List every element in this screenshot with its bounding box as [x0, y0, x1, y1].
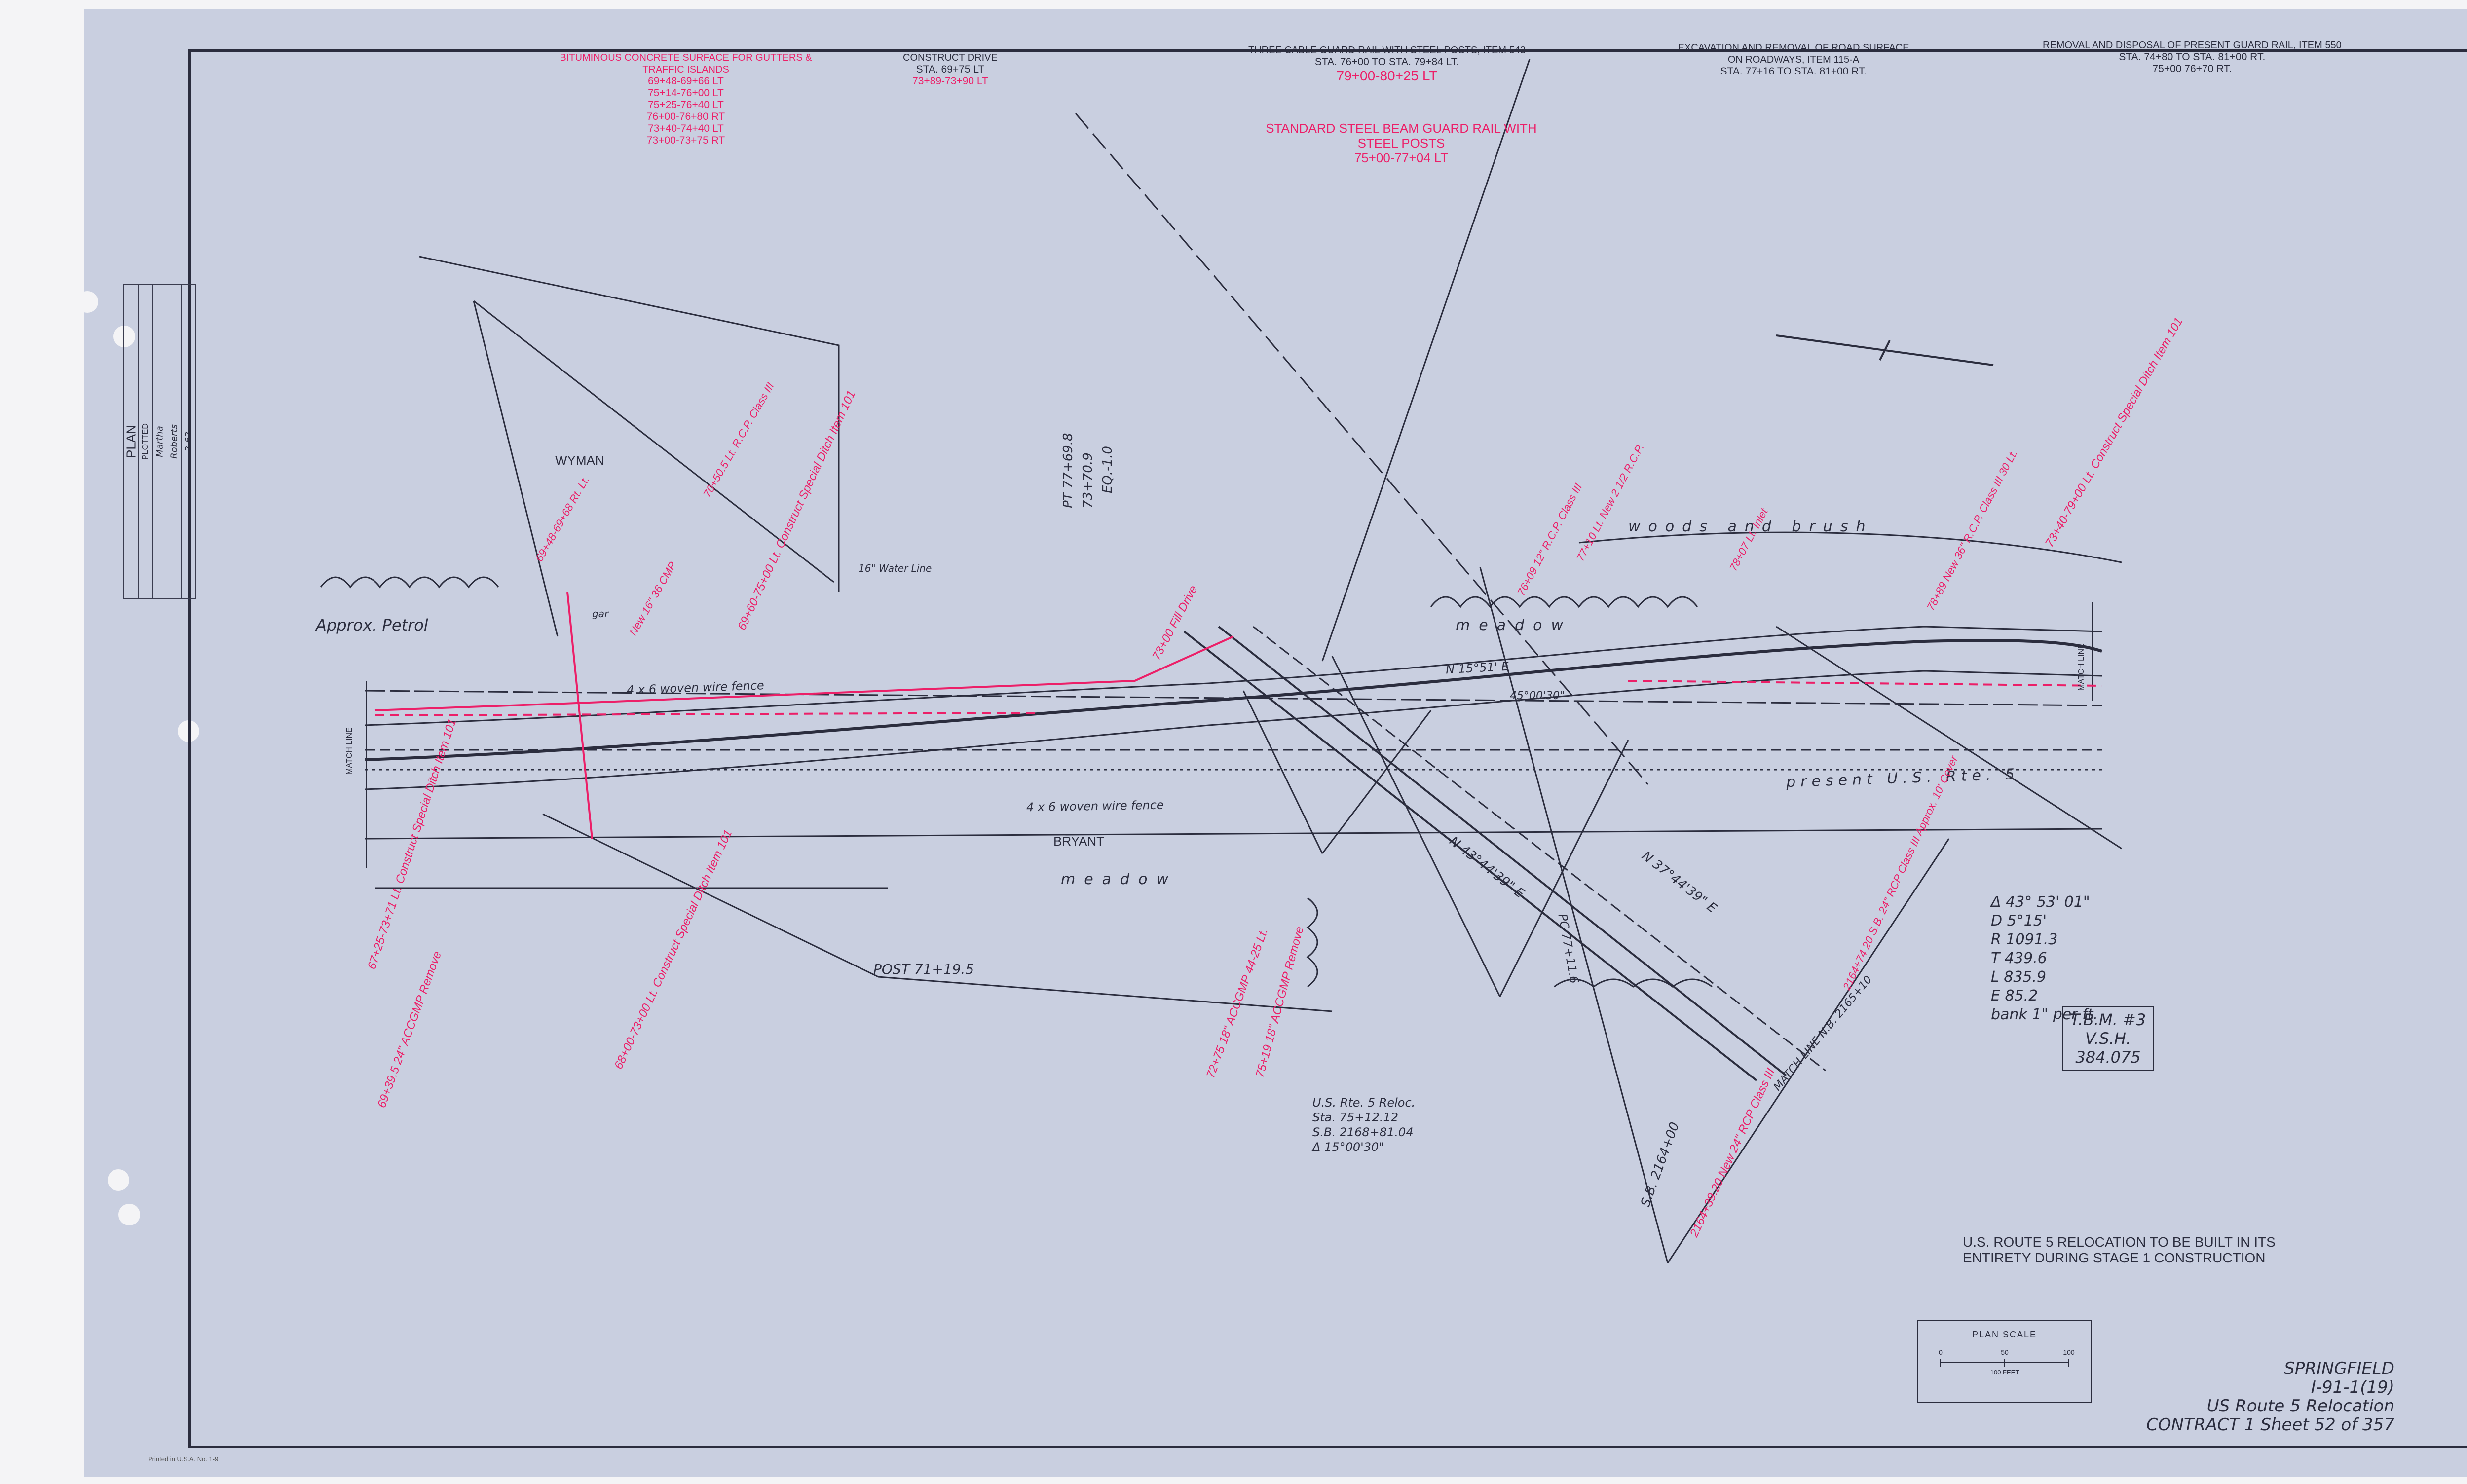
scale-bar: 0 50 100 100 FEET — [1939, 1348, 2075, 1376]
long-tangent — [1075, 113, 1649, 785]
label-post: POST 71+19.5 — [873, 961, 974, 977]
long-tangent — [1321, 59, 1531, 662]
label-bryant: BRYANT — [1053, 834, 1105, 849]
scale-tick: 0 — [1939, 1348, 1943, 1356]
print-stamp: Printed in U.S.A. No. 1-9 — [148, 1455, 219, 1463]
label-fence: 4 x 6 woven wire fence — [1026, 798, 1164, 815]
note-excavation: EXCAVATION AND REMOVAL OF ROAD SURFACE O… — [1678, 42, 1909, 77]
property-line — [473, 300, 834, 583]
label-meadow: meadow — [1456, 617, 1572, 634]
binding-hole — [76, 291, 98, 313]
road-edge — [365, 626, 2102, 726]
tie-line — [542, 813, 1333, 1012]
drawing-border — [188, 49, 2467, 1448]
tie-line — [1331, 656, 1501, 997]
label-gar: gar — [592, 608, 609, 620]
label-eq: EQ.-1.0 — [1100, 446, 1115, 493]
sheet-identification: SPRINGFIELD I-91-1(19) US Route 5 Reloca… — [2146, 1359, 2394, 1435]
label-pt: PT 77+69.8 — [1061, 433, 1076, 508]
label-wyman: WYMAN — [555, 453, 604, 468]
tie-line — [1242, 690, 1323, 854]
note-drive: CONSTRUCT DRIVE STA. 69+75 LT 73+89-73+9… — [903, 52, 998, 87]
centerline-reloc — [365, 639, 2102, 761]
stage-note: U.S. ROUTE 5 RELOCATION TO BE BUILT IN I… — [1963, 1234, 2276, 1265]
binding-hole — [113, 326, 135, 347]
label-approx-petrol: Approx. Petrol — [316, 616, 428, 634]
scale-title: PLAN SCALE — [1972, 1330, 2037, 1339]
drawing-sheet — [84, 9, 2467, 1477]
label-woods: woods and brush — [1628, 518, 1873, 535]
plan-scale: PLAN SCALE 0 50 100 100 FEET — [1917, 1320, 2092, 1403]
tie-line — [1667, 838, 1950, 1263]
tie-line — [1776, 626, 2122, 850]
tbm-box: T.B.M. #3 V.S.H. 384.075 — [2062, 1006, 2154, 1071]
branch-road — [1183, 631, 1757, 1081]
road-edge — [365, 670, 2102, 790]
property-line — [419, 256, 840, 592]
red-ditch — [1628, 680, 2102, 687]
note-bituminous: BITUMINOUS CONCRETE SURFACE FOR GUTTERS … — [560, 52, 812, 146]
label-water-line: 16" Water Line — [859, 562, 932, 574]
note-steel-rail: STANDARD STEEL BEAM GUARD RAIL WITH STEE… — [1266, 121, 1537, 165]
branch-road — [1218, 626, 1787, 1076]
present-road-edge — [365, 828, 2102, 840]
scale-tick: 50 — [2001, 1348, 2009, 1356]
woods-line — [1554, 978, 1713, 988]
curve-data: Δ 43° 53' 01" D 5°15' R 1091.3 T 439.6 L… — [1991, 893, 2098, 1023]
red-ditch — [374, 635, 1234, 711]
scale-tick: 100 — [2063, 1348, 2075, 1356]
branch-road — [1253, 626, 1826, 1072]
label-match-line: MATCH LINE — [2077, 643, 2086, 691]
binding-hole — [118, 1204, 140, 1225]
north-arrow — [1776, 334, 1994, 366]
note-removal: REMOVAL AND DISPOSAL OF PRESENT GUARD RA… — [2043, 40, 2342, 74]
label-bearing: 45°00'30" — [1510, 690, 1565, 702]
woods-line — [1306, 897, 1318, 988]
note-cable-rail: THREE CABLE GUARD RAIL WITH STEEL POSTS,… — [1248, 45, 1526, 83]
label-match-line: MATCH LINE — [345, 727, 354, 775]
property-line — [473, 300, 559, 637]
present-road-edge — [365, 690, 2102, 706]
red-pipe — [566, 592, 593, 839]
title-block: PLAN PLOTTED Martha Roberts 2-62 — [123, 284, 196, 599]
tie-line — [1479, 567, 1669, 1263]
binding-hole — [108, 1169, 129, 1191]
label-pt2: 73+70.9 — [1081, 452, 1095, 508]
woods-line — [320, 576, 499, 589]
label-meadow: meadow — [1061, 871, 1177, 888]
woods-line — [1578, 531, 2122, 563]
scale-unit: 100 FEET — [1990, 1369, 2019, 1376]
reloc-note: U.S. Rte. 5 Reloc. Sta. 75+12.12 S.B. 21… — [1312, 1096, 1416, 1154]
woods-line — [1430, 596, 1698, 608]
red-ditch — [374, 712, 1037, 716]
